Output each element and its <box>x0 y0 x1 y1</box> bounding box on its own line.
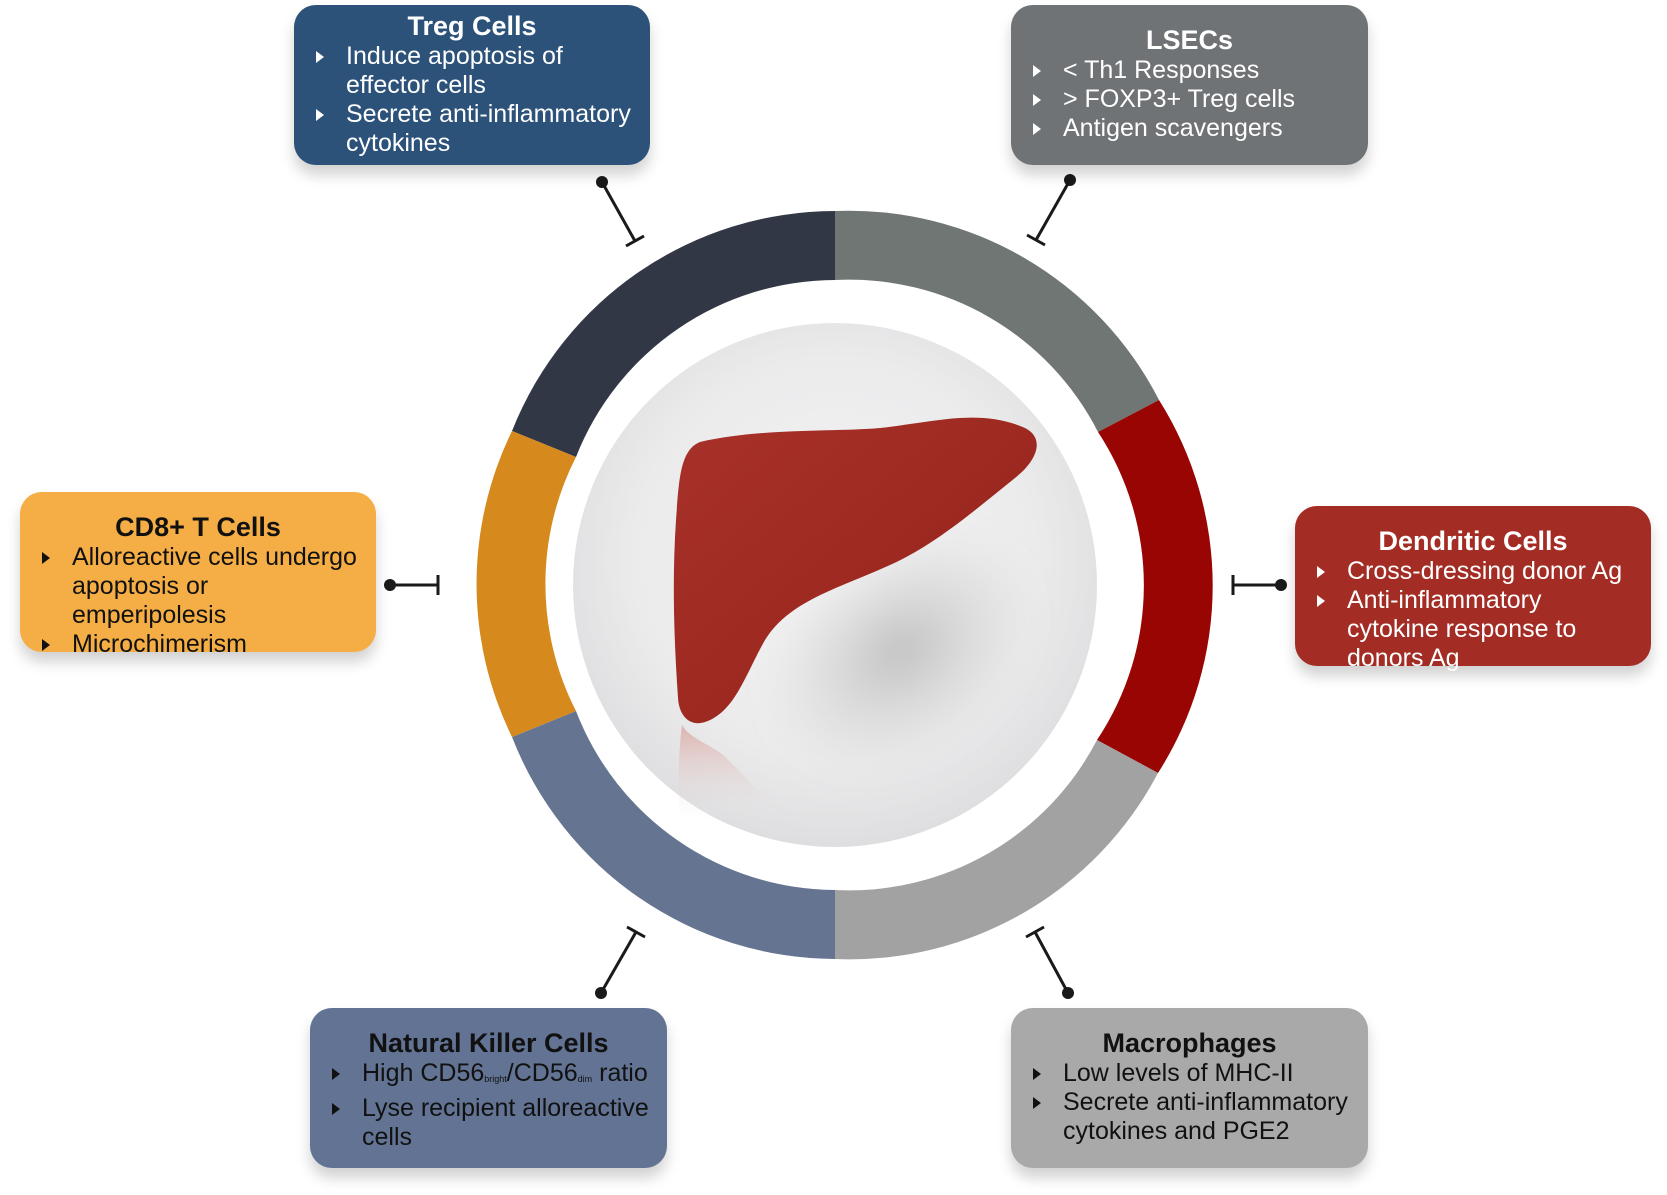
cd8-title: CD8+ T Cells <box>115 512 281 542</box>
treg-list: Induce apoptosis of effector cells Secre… <box>312 42 632 158</box>
list-item: Anti-inflammatory cytokine response to d… <box>1313 586 1633 673</box>
nk-title: Natural Killer Cells <box>368 1028 609 1058</box>
list-item: Antigen scavengers <box>1029 114 1350 143</box>
cd8-t-cells-box: CD8+ T Cells Alloreactive cells undergo … <box>20 492 376 658</box>
bullet-icon <box>42 552 50 564</box>
bullet-icon <box>1317 595 1325 607</box>
list-item: Microchimerism <box>38 630 358 659</box>
bullet-icon <box>332 1068 340 1080</box>
connector-treg <box>596 176 645 248</box>
bullet-icon <box>1033 94 1041 106</box>
list-item: Secrete anti-inflammatory cytokines <box>312 100 632 158</box>
dendritic-list: Cross-dressing donor Ag Anti-inflammator… <box>1313 557 1633 673</box>
ring-segment-nk <box>512 711 835 959</box>
list-item: Low levels of MHC-II <box>1029 1059 1350 1088</box>
lsecs-title: LSECs <box>1145 25 1234 55</box>
bullet-icon <box>1317 566 1325 578</box>
connector-dendritic <box>1231 575 1287 595</box>
bullet-icon <box>332 1103 340 1115</box>
list-item: High CD56bright/CD56dim ratio <box>328 1059 649 1094</box>
treg-cells-box: Treg Cells Induce apoptosis of effector … <box>294 5 650 165</box>
ring-segment-cd8 <box>476 431 576 737</box>
bullet-icon <box>1033 1068 1041 1080</box>
bullet-icon <box>1033 1097 1041 1109</box>
list-item: < Th1 Responses <box>1029 56 1350 85</box>
macrophages-box: Macrophages Low levels of MHC-II Secrete… <box>1011 1008 1368 1168</box>
macrophages-list: Low levels of MHC-II Secrete anti-inflam… <box>1029 1059 1350 1146</box>
dendritic-title: Dendritic Cells <box>1378 526 1568 556</box>
list-item: Lyse recipient alloreactive cells <box>328 1094 649 1152</box>
bullet-icon <box>1033 123 1041 135</box>
list-item: Induce apoptosis of effector cells <box>312 42 632 100</box>
cd8-list: Alloreactive cells undergo apoptosis or … <box>38 543 358 659</box>
ring-segment-lsec <box>835 210 1159 432</box>
bullet-icon <box>316 51 324 63</box>
connector-cd8 <box>384 575 440 595</box>
natural-killer-cells-box: Natural Killer Cells High CD56bright/CD5… <box>310 1008 667 1168</box>
bullet-icon <box>1033 65 1041 77</box>
macrophages-title: Macrophages <box>1102 1028 1277 1058</box>
bullet-icon <box>42 639 50 651</box>
liver-reflection <box>678 725 790 820</box>
treg-title: Treg Cells <box>407 11 537 41</box>
nk-list: High CD56bright/CD56dim ratio Lyse recip… <box>328 1059 649 1152</box>
list-item: Cross-dressing donor Ag <box>1313 557 1633 586</box>
connector-macrophage <box>1025 925 1074 999</box>
ring-segment-treg <box>512 211 835 457</box>
connector-lsec <box>1026 174 1076 247</box>
list-item: > FOXP3+ Treg cells <box>1029 85 1350 114</box>
liver-icon <box>673 417 1037 724</box>
lsecs-box: LSECs < Th1 Responses > FOXP3+ Treg cell… <box>1011 5 1368 165</box>
bullet-icon <box>316 109 324 121</box>
list-item: Alloreactive cells undergo apoptosis or … <box>38 543 358 630</box>
connector-nk <box>595 925 646 999</box>
dendritic-cells-box: Dendritic Cells Cross-dressing donor Ag … <box>1295 506 1651 672</box>
list-item: Secrete anti-inflammatory cytokines and … <box>1029 1088 1350 1146</box>
ring-segment-dendritic <box>1097 400 1213 773</box>
lsecs-list: < Th1 Responses > FOXP3+ Treg cells Anti… <box>1029 56 1350 143</box>
ring-segment-macrophage <box>835 740 1158 960</box>
